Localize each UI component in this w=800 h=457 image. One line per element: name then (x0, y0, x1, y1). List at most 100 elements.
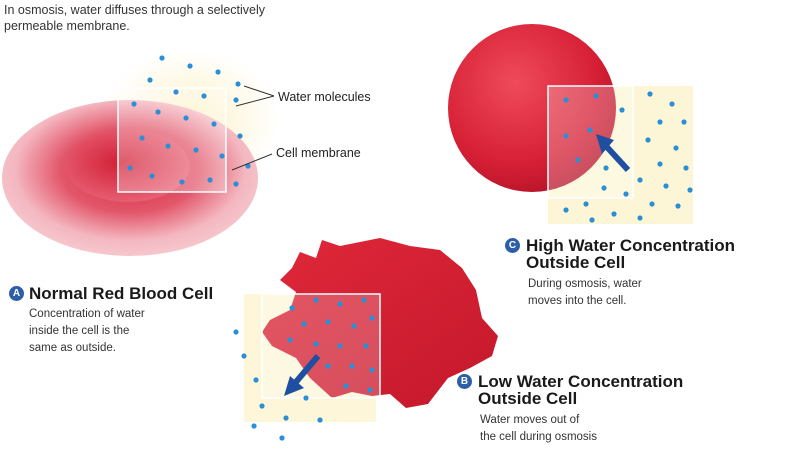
water-molecule (367, 387, 372, 392)
water-molecule (611, 211, 616, 216)
water-molecule (623, 191, 628, 196)
water-molecule (337, 343, 342, 348)
water-molecule (289, 305, 294, 310)
water-molecule (183, 115, 188, 120)
badge-c: C (505, 238, 520, 253)
water-molecule (233, 97, 238, 102)
water-molecule (173, 89, 178, 94)
water-molecule (251, 423, 256, 428)
water-molecule (211, 121, 216, 126)
water-molecule (601, 185, 606, 190)
normal-cell-desc: Concentration of water inside the cell i… (29, 306, 145, 357)
water-molecule (259, 403, 264, 408)
water-molecule (131, 101, 136, 106)
water-molecule (603, 165, 608, 170)
water-molecule (127, 165, 132, 170)
normal-cell-desc-line-2: inside the cell is the (29, 323, 145, 340)
badge-a: A (9, 286, 24, 301)
water-molecule (325, 363, 330, 368)
normal-cell-desc-line-1: Concentration of water (29, 306, 145, 323)
water-molecule (369, 315, 374, 320)
water-molecule (301, 321, 306, 326)
water-molecule (233, 329, 238, 334)
badge-b: B (457, 374, 472, 389)
low-water-title: Low Water Concentration Outside Cell (478, 373, 683, 407)
water-molecule (657, 161, 662, 166)
water-molecule (313, 341, 318, 346)
cell-membrane-label: Cell membrane (276, 146, 361, 160)
water-molecule (313, 297, 318, 302)
high-water-title: High Water Concentration Outside Cell (526, 237, 735, 271)
intro-text: In osmosis, water diffuses through a sel… (4, 2, 294, 34)
water-molecule (241, 353, 246, 358)
water-molecule (159, 55, 164, 60)
water-molecule (645, 137, 650, 142)
water-molecules-label: Water molecules (278, 90, 371, 104)
water-molecule (215, 69, 220, 74)
water-molecule (687, 187, 692, 192)
water-molecule (675, 203, 680, 208)
water-molecule (139, 135, 144, 140)
water-molecule (337, 301, 342, 306)
water-molecule (317, 417, 322, 422)
swollen-cell (448, 24, 693, 224)
water-molecule (193, 147, 198, 152)
water-molecule (673, 145, 678, 150)
water-molecule (279, 435, 284, 440)
low-water-desc-line-2: the cell during osmosis (480, 429, 597, 446)
water-molecule (657, 119, 662, 124)
water-molecule (219, 153, 224, 158)
water-molecule (683, 165, 688, 170)
water-molecule (637, 215, 642, 220)
water-molecule (575, 157, 580, 162)
water-molecule (155, 109, 160, 114)
water-molecule (563, 97, 568, 102)
water-molecule (563, 207, 568, 212)
normal-cell-desc-line-3: same as outside. (29, 340, 145, 357)
water-molecule (343, 383, 348, 388)
normal-cell-title: Normal Red Blood Cell (29, 285, 213, 302)
water-molecule (647, 91, 652, 96)
water-molecule (165, 143, 170, 148)
high-water-desc-line-2: moves into the cell. (528, 293, 642, 310)
water-molecule (253, 377, 258, 382)
water-molecule (681, 119, 686, 124)
water-molecule (237, 133, 242, 138)
water-molecule (303, 395, 308, 400)
water-molecule (349, 363, 354, 368)
low-water-title-line-1: Low Water Concentration (478, 373, 683, 390)
water-molecule (283, 415, 288, 420)
water-molecule (233, 181, 238, 186)
water-molecule (663, 183, 668, 188)
water-molecule (351, 323, 356, 328)
shrunken-cell (233, 238, 498, 441)
water-molecule (563, 133, 568, 138)
water-molecule (649, 201, 654, 206)
low-water-desc-line-1: Water moves out of (480, 412, 597, 429)
water-molecule (589, 217, 594, 222)
high-water-title-line-1: High Water Concentration (526, 237, 735, 254)
water-molecule (361, 297, 366, 302)
water-molecule (587, 127, 592, 132)
water-molecule (593, 93, 598, 98)
water-molecule (147, 77, 152, 82)
water-molecule (149, 173, 154, 178)
water-molecule (619, 107, 624, 112)
high-water-desc: During osmosis, water moves into the cel… (528, 276, 642, 310)
water-molecule (369, 367, 374, 372)
water-molecule (187, 63, 192, 68)
water-molecule (363, 343, 368, 348)
normal-red-blood-cell (2, 50, 280, 256)
water-molecule (207, 177, 212, 182)
water-molecule (287, 337, 292, 342)
low-water-desc: Water moves out of the cell during osmos… (480, 412, 597, 446)
water-molecule (179, 179, 184, 184)
high-water-title-line-2: Outside Cell (526, 254, 735, 271)
water-molecule (201, 93, 206, 98)
water-molecule (669, 101, 674, 106)
high-water-desc-line-1: During osmosis, water (528, 276, 642, 293)
water-molecule (235, 81, 240, 86)
water-molecule (325, 319, 330, 324)
water-molecule (583, 201, 588, 206)
low-water-title-line-2: Outside Cell (478, 390, 683, 407)
